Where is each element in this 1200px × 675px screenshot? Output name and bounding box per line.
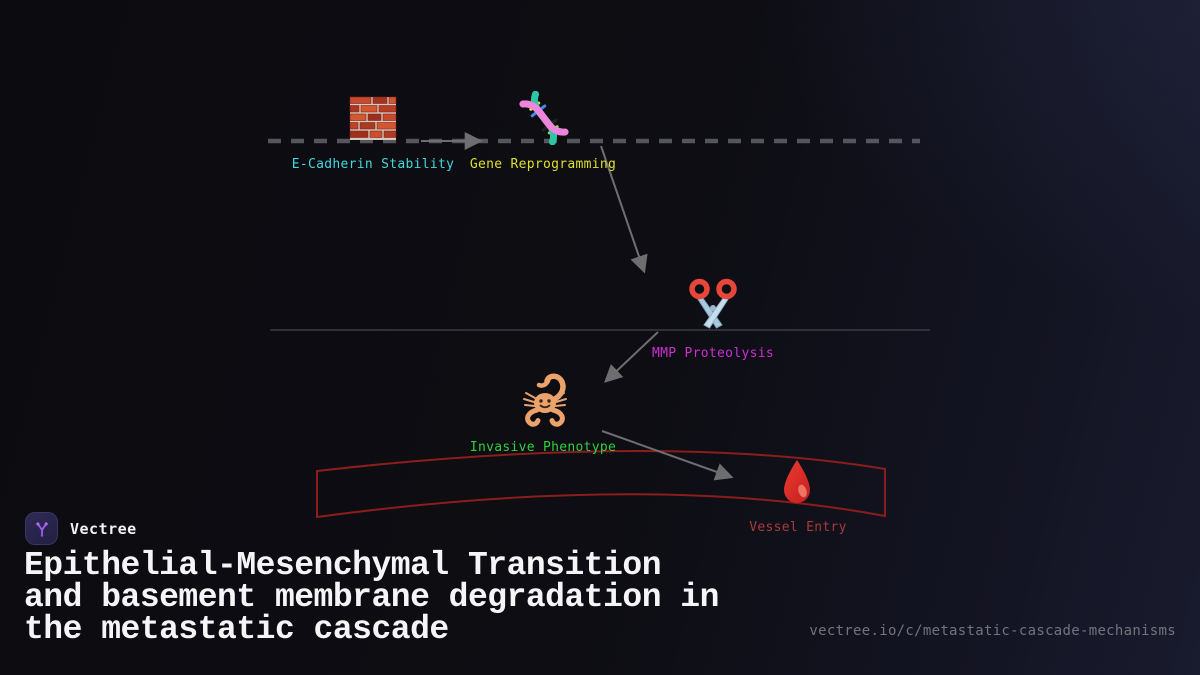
poster-title: Epithelial-Mesenchymal Transition and ba… [24, 547, 719, 648]
poster-title-line-2: and basement membrane degradation in [24, 579, 719, 616]
arrow-mmp-to-invasive [604, 331, 659, 383]
arrow-gene-to-mmp [600, 145, 648, 274]
poster-title-line-1: Epithelial-Mesenchymal Transition [24, 547, 662, 584]
blood-vessel-outline [316, 450, 886, 519]
label-vessel-entry: Vessel Entry [749, 520, 847, 535]
brand-name: Vectree [70, 520, 137, 538]
dna-icon [519, 90, 569, 146]
label-invasive-phenotype: Invasive Phenotype [469, 440, 617, 455]
scissors-icon [689, 278, 737, 329]
node-invasive-phenotype [521, 372, 571, 428]
brick-wall-icon [349, 96, 397, 140]
label-e-cadherin-stability: E-Cadherin Stability [291, 157, 455, 172]
scorpion-icon [523, 373, 567, 427]
vectree-logo-icon [35, 521, 48, 537]
footer-url: vectree.io/c/metastatic-cascade-mechanis… [809, 623, 1176, 639]
node-e-cadherin-stability [349, 94, 397, 142]
arrow-invasive-to-vessel [601, 430, 734, 481]
label-gene-reprogramming: Gene Reprogramming [469, 157, 617, 172]
node-gene-reprogramming [518, 90, 570, 146]
vectree-logo [25, 512, 58, 545]
label-mmp-proteolysis: MMP Proteolysis [652, 346, 774, 361]
blood-drop-icon [784, 460, 810, 503]
poster-title-line-3: the metastatic cascade [24, 611, 449, 648]
node-vessel-entry [781, 459, 813, 507]
node-mmp-proteolysis [687, 278, 739, 330]
